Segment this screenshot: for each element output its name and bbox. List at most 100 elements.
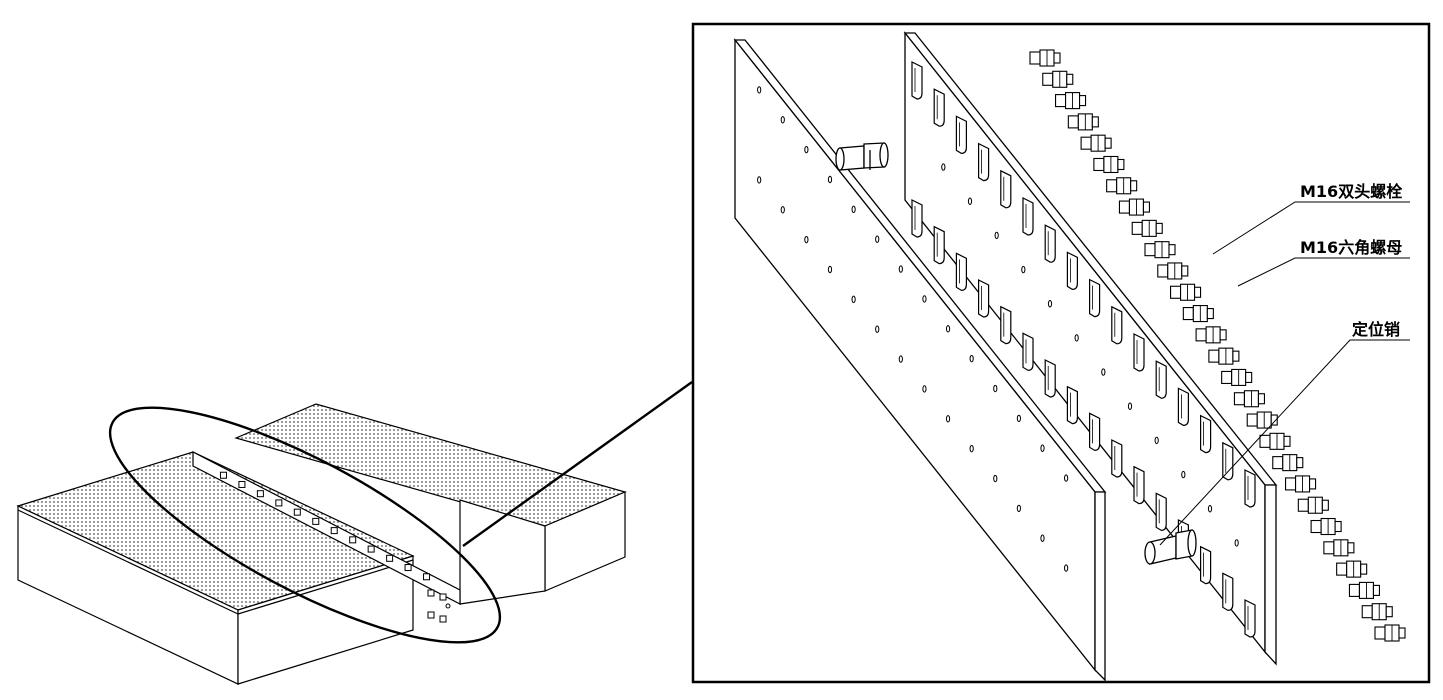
fastener-shank	[1042, 72, 1054, 86]
rear-plate-hole	[1154, 436, 1159, 445]
strip-bolt-hole	[312, 517, 320, 525]
stud-bolt	[1208, 347, 1240, 365]
rear-plate-hole	[1181, 470, 1186, 479]
hex-nut	[1297, 496, 1329, 514]
front-plate-hole	[898, 265, 903, 273]
strip-bolt-hole	[219, 471, 227, 479]
clamp-tab	[933, 225, 945, 265]
stud-bolt	[1029, 49, 1061, 67]
front-plate-hole	[1040, 534, 1045, 542]
fastener-shank	[1106, 179, 1118, 193]
locating-pin-upper	[835, 142, 889, 171]
fastener-tip	[1270, 414, 1278, 426]
clamp-tab	[978, 279, 990, 318]
clamp-tab	[1044, 224, 1056, 263]
fastener-shank	[1323, 541, 1335, 555]
clamp-tab	[1244, 599, 1256, 638]
rear-plate-hole	[994, 231, 999, 240]
stud-bolt	[1361, 603, 1393, 621]
front-plate-hole	[875, 235, 880, 243]
stud-bolt	[1310, 517, 1342, 536]
front-panel-module	[16, 451, 415, 685]
front-plate-hole	[757, 176, 762, 184]
strip-bolt-hole	[423, 573, 431, 581]
joint-strip	[192, 451, 461, 605]
front-plate-hole	[945, 325, 951, 333]
clamp-tab	[1155, 492, 1167, 531]
hex-nut	[1272, 454, 1304, 472]
hex-nut	[1195, 326, 1227, 344]
fastener-tip	[1142, 201, 1150, 213]
strip-bolt-hole	[367, 545, 375, 553]
front-plate-hole	[1064, 564, 1069, 572]
front-plate-hole	[993, 384, 998, 393]
fastener-tip	[1104, 137, 1112, 149]
strip-bolt-hole	[256, 490, 264, 498]
end-bolts	[427, 589, 451, 623]
clamp-tab	[955, 115, 967, 155]
clamp-tab	[1244, 469, 1256, 508]
front-plate-hole	[922, 385, 927, 393]
rear-plate-hole	[1127, 402, 1133, 410]
clamp-tab	[1133, 465, 1145, 505]
front-plate-hole	[804, 235, 809, 244]
strip-bolt-hole	[404, 564, 412, 572]
fastener-shank	[1297, 498, 1309, 512]
hex-nut	[1144, 241, 1176, 259]
rear-plate-hole	[1234, 539, 1239, 547]
hex-nut-leader	[1237, 257, 1410, 287]
fastener-shank	[1144, 243, 1156, 257]
clamp-tab	[1066, 251, 1078, 291]
fastener-shank	[1055, 94, 1067, 108]
clamp-tab	[1155, 360, 1167, 399]
stud-bolt	[1233, 390, 1265, 408]
fastener-shank	[1233, 392, 1245, 406]
hex-nut	[1067, 113, 1099, 131]
fastener-tip	[1398, 627, 1406, 639]
rear-plate-hole	[1207, 505, 1213, 513]
fastener-shank	[1118, 200, 1130, 214]
fastener-tip	[1296, 457, 1304, 469]
fastener-shank	[1259, 434, 1271, 448]
fastener-shank	[1285, 477, 1297, 491]
fastener-tip	[1155, 222, 1163, 234]
callouts	[1159, 201, 1410, 546]
fastener-shank	[1310, 519, 1322, 534]
strip-bolt-hole	[275, 499, 283, 507]
stud-bolt	[1106, 177, 1138, 195]
strip-bolt-hole	[386, 554, 394, 562]
hex-nut	[1170, 283, 1202, 301]
hex-nut	[1118, 198, 1150, 216]
stud-bolt	[1131, 219, 1163, 237]
fastener-shank	[1272, 456, 1284, 470]
clamp-tab	[978, 142, 990, 182]
strip-bolt-hole	[349, 536, 357, 544]
detail-leader-line	[462, 381, 693, 547]
front-plate-hole	[780, 206, 785, 214]
fastener-shank	[1029, 51, 1041, 65]
hex-nut	[1221, 368, 1253, 386]
clamp-tab	[1111, 305, 1123, 345]
front-plate	[733, 38, 1107, 682]
fastener-tip	[1117, 158, 1125, 171]
fastener-tip	[1245, 371, 1253, 383]
clamp-tab	[1133, 333, 1145, 372]
clamp-tab	[933, 88, 945, 127]
fastener-shank	[1374, 626, 1386, 640]
stud-bolt-label: M16双头螺栓	[1300, 182, 1403, 201]
fastener-tip	[1360, 563, 1368, 575]
front-plate-hole	[993, 474, 998, 483]
fastener-shank	[1195, 328, 1207, 342]
detail-highlight-ellipse	[108, 406, 502, 644]
front-plate-hole	[922, 295, 927, 303]
clamp-tab	[1022, 197, 1034, 236]
fastener-tip	[1168, 244, 1176, 256]
stud-bolt	[1055, 92, 1087, 110]
fastener-tip	[1053, 52, 1061, 64]
locating-pin-lower	[1144, 529, 1197, 565]
rear-plate-hole	[1101, 368, 1106, 376]
hex-nut	[1323, 539, 1355, 557]
rear-plate-hole	[1047, 300, 1053, 308]
fastener-shank	[1131, 221, 1143, 235]
rear-plate-hole	[941, 163, 946, 171]
